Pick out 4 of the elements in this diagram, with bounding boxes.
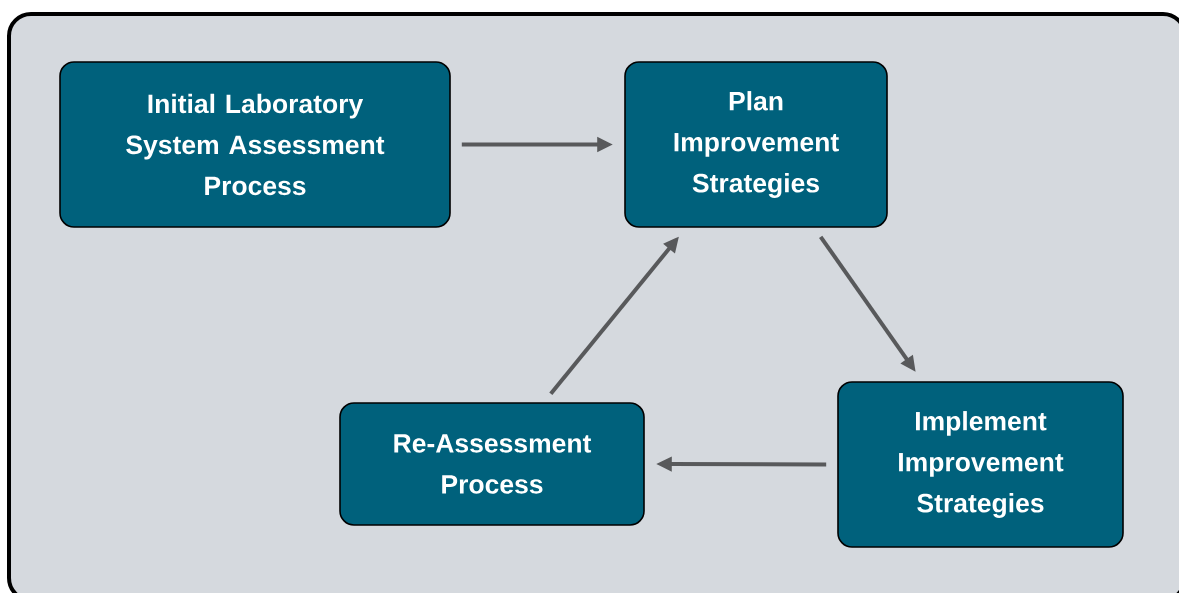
process-box: Plan Improvement Strategies: [624, 61, 888, 228]
process-box: Initial Laboratory System Assessment Process: [59, 61, 451, 228]
process-box: Implement Improvement Strategies: [837, 381, 1124, 548]
process-box: Re-Assessment Process: [339, 402, 645, 526]
